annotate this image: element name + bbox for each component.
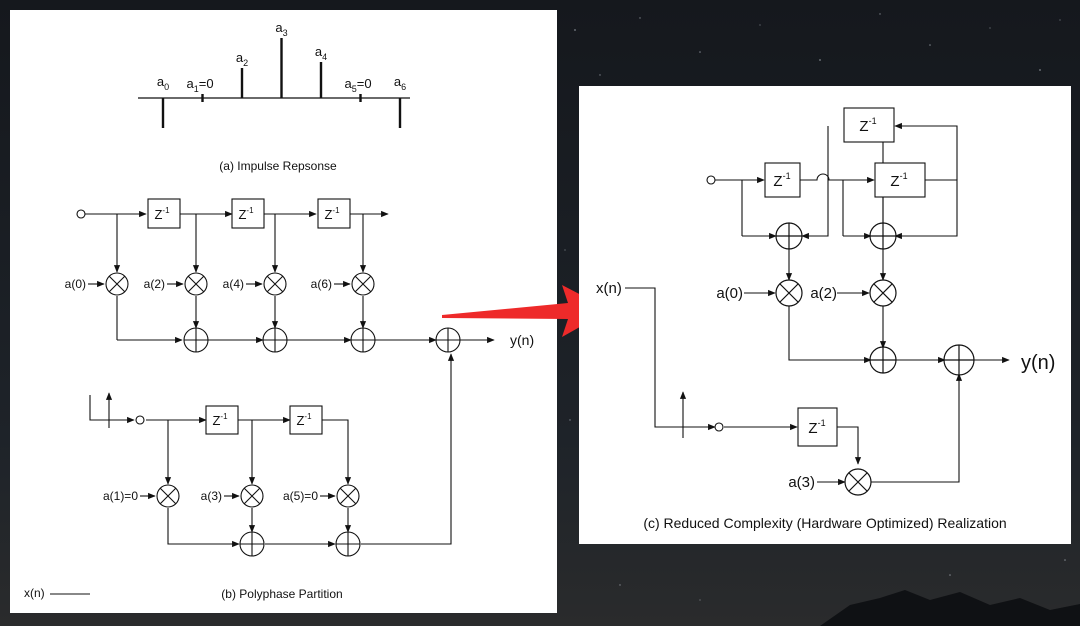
multiplier-node [184,272,208,296]
red-arrow-icon [442,285,610,337]
delay-block: Z-1 [843,107,895,143]
transform-arrow [442,285,610,337]
coeff-label: a(0) [716,285,743,302]
delay-block: Z-1 [231,198,265,229]
impulse-stems [161,38,402,128]
multiplier-node [156,484,180,508]
multiplier-node [351,272,375,296]
svg-text:Z-1: Z-1 [154,206,170,222]
adder-node [775,222,803,250]
polyphase-caption: (b) Polyphase Partition [221,587,342,601]
input-node-bottom [135,415,145,425]
svg-text:Z-1: Z-1 [324,206,340,222]
adder-top-row [183,327,461,353]
svg-text:Z-1: Z-1 [890,171,907,190]
multiplier-node [240,484,264,508]
mountain-silhouette [820,590,1080,626]
impulse-caption: (a) Impulse Repsonse [219,159,337,173]
coeff-label: a(3) [201,489,222,503]
left-figure-panel: a0 a1=0 a2 a3 a4 a5=0 a6 (a) Impulse Repsonse [10,10,557,613]
output-label: y(n) [510,332,534,348]
reduced-multipliers [775,279,897,496]
impulse-label: a1=0 [187,76,214,94]
impulse-label: a5=0 [345,76,372,94]
adder-node [869,222,897,250]
polyphase-figure: a0 a1=0 a2 a3 a4 a5=0 a6 (a) Impulse Repsonse [24,20,534,601]
multiplier-node [869,279,897,307]
coeff-label: a(2) [144,277,165,291]
svg-text:Z-1: Z-1 [773,171,790,190]
reduced-caption: (c) Reduced Complexity (Hardware Optimiz… [643,515,1006,531]
multiplier-bottom-row [156,484,360,508]
impulse-label: a3 [275,20,287,38]
input-node-top [76,209,86,219]
coeff-label: a(1)=0 [103,489,138,503]
delay-block: Z-1 [764,162,801,198]
input-node-bottom [714,422,724,432]
coeff-label: a(4) [223,277,244,291]
adder-node [869,346,897,374]
adder-node [350,327,376,353]
reduced-adders [775,222,975,376]
impulse-labels: a0 a1=0 a2 a3 a4 a5=0 a6 [157,20,406,94]
multiplier-top-row [105,272,375,296]
delay-block: Z-1 [289,405,323,435]
delay-block: Z-1 [874,162,926,198]
multiplier-node [336,484,360,508]
adder-node [262,327,288,353]
coeff-label: a(6) [311,277,332,291]
adder-node [335,531,361,557]
svg-text:Z-1: Z-1 [808,418,825,437]
input-label: x(n) [596,280,622,297]
delay-block: Z-1 [147,198,181,229]
coeff-label: a(3) [788,474,815,491]
svg-text:Z-1: Z-1 [296,412,312,428]
impulse-label: a4 [315,44,327,62]
impulse-label: a6 [394,74,406,92]
svg-text:Z-1: Z-1 [238,206,254,222]
impulse-label: a0 [157,74,169,92]
polyphase-bottom-wiring [89,353,455,548]
coeff-label: a(5)=0 [283,489,318,503]
input-label: x(n) [24,586,45,600]
adder-node-output [943,344,975,376]
svg-text:Z-1: Z-1 [212,412,228,428]
multiplier-node [775,279,803,307]
multiplier-node [105,272,129,296]
adder-bottom-row [239,531,361,557]
impulse-label: a2 [236,50,248,68]
reduced-figure: Z-1 Z-1 Z-1 Z-1 x(n) a(0) a(2) a(3) [596,107,1055,531]
impulse-response: a0 a1=0 a2 a3 a4 a5=0 a6 (a) Impulse Repsonse [138,20,410,173]
adder-node [183,327,209,353]
svg-text:Z-1: Z-1 [859,116,876,135]
adder-node [239,531,265,557]
right-figure-panel: Z-1 Z-1 Z-1 Z-1 x(n) a(0) a(2) a(3) [579,86,1071,544]
polyphase-top-wiring [85,210,495,344]
multiplier-node [844,468,872,496]
coeff-label: a(2) [810,285,837,302]
delay-block: Z-1 [317,198,351,229]
adder-node-output [435,327,461,353]
multiplier-node [263,272,287,296]
stars [564,13,1066,601]
coeff-label: a(0) [65,277,86,291]
delay-block: Z-1 [797,407,838,447]
input-node-top [706,175,716,185]
output-label: y(n) [1021,352,1055,374]
delay-block: Z-1 [205,405,239,435]
